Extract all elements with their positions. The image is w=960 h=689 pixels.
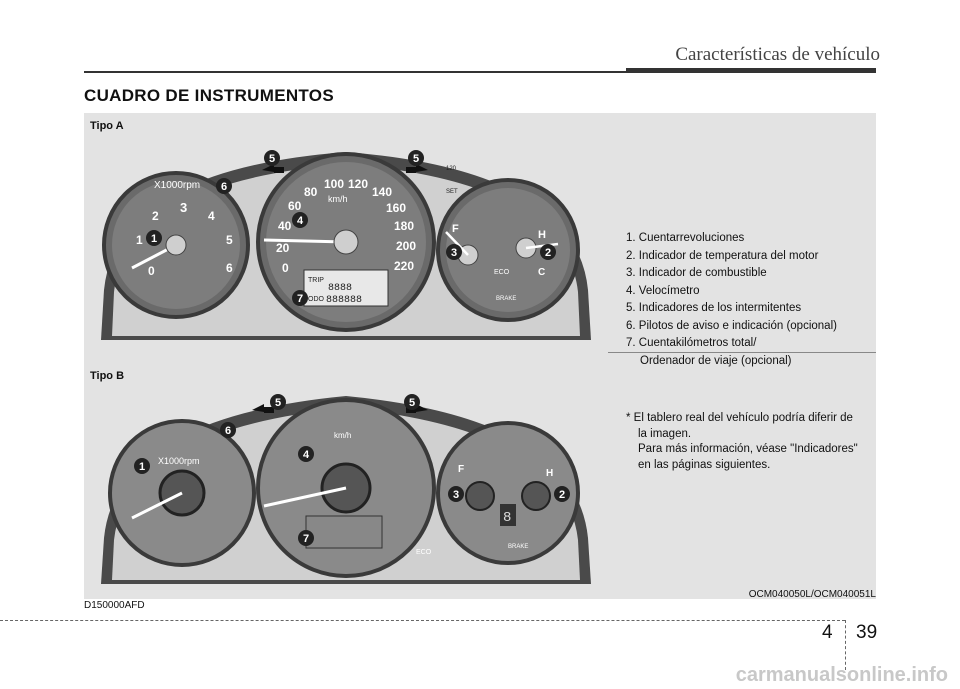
tach-tick-1: 1	[136, 233, 143, 247]
speed-tick-100: 100	[324, 177, 344, 191]
legend-item: 5. Indicadores de los intermitentes	[626, 302, 802, 314]
legend-item: 1. Cuentarrevoluciones	[626, 232, 745, 244]
speed-tick-120: 120	[348, 177, 368, 191]
tach-tick-4: 4	[208, 209, 215, 223]
speedometer-needle	[263, 238, 347, 244]
speed-tick-20: 20	[276, 241, 290, 255]
speed-tick-80: 80	[304, 185, 318, 199]
trip-digits: 8888	[328, 283, 352, 294]
eco-indicator: ECO	[494, 269, 510, 276]
brake-indicator-b: BRAKE	[508, 544, 528, 550]
header-rule-accent	[626, 68, 876, 73]
turn-right-arrow-b	[406, 404, 428, 413]
fuel-full-label: F	[452, 223, 459, 235]
tach-tick-3: 3	[180, 200, 187, 215]
callout-6-a: 6	[221, 181, 227, 193]
callout-5-b-left: 5	[275, 397, 281, 409]
section-code: D150000AFD	[84, 600, 145, 611]
callout-7-b: 7	[303, 533, 309, 545]
speedometer-needle-b	[263, 486, 347, 508]
tach-unit: X1000rpm	[154, 180, 200, 191]
fuel-full-label-b: F	[458, 464, 464, 475]
odo-digits: 888888	[326, 295, 362, 306]
note-block: * El tablero real del vehículo podría di…	[626, 411, 858, 473]
odometer-lcd	[303, 269, 389, 307]
chapter-number: 4	[822, 622, 833, 643]
figure-code: OCM040050L/OCM040051L	[748, 589, 876, 600]
speed-tick-40: 40	[278, 219, 292, 233]
fuel-temp-dial-b	[436, 421, 580, 565]
callout-5-a-left: 5	[269, 153, 275, 165]
tach-tick-0: 0	[148, 264, 155, 278]
footer-dashed-line	[0, 620, 845, 621]
callout-3-a: 3	[451, 247, 457, 259]
section-title: CUADRO DE INSTRUMENTOS	[84, 86, 334, 105]
legend-item: 7. Cuentakilómetros total/	[626, 337, 757, 349]
set-indicator: SET	[446, 189, 458, 195]
note-line: la imagen.	[638, 427, 692, 440]
legend-item: 6. Pilotos de aviso e indicación (opcion…	[626, 319, 837, 332]
tach-tick-5: 5	[226, 233, 233, 247]
speed-tick-0: 0	[282, 261, 289, 275]
eco-indicator-b: ECO	[416, 549, 432, 556]
legend-item: 2. Indicador de temperatura del motor	[626, 249, 819, 262]
header-title: Características de vehículo	[675, 44, 880, 65]
turn-left-arrow-b	[252, 404, 274, 413]
cruise-speed: 120	[446, 166, 457, 172]
tach-tick-2: 2	[152, 209, 159, 223]
header-rule	[84, 71, 876, 73]
note-line: en las páginas siguientes.	[638, 458, 771, 471]
tach-unit-b: X1000rpm	[158, 456, 200, 466]
temp-hot-label: H	[538, 229, 546, 241]
type-b-label: Tipo B	[90, 370, 125, 382]
turn-left-arrow	[262, 164, 284, 173]
temp-cold-label: C	[538, 267, 545, 278]
lcd-window-b	[305, 515, 383, 549]
odo-label: ODO	[308, 296, 325, 303]
callout-4-a: 4	[297, 215, 304, 227]
tachometer-needle-b	[131, 491, 183, 520]
turn-right-arrow	[406, 164, 428, 173]
legend-item-continued: Ordenador de viaje (opcional)	[640, 354, 792, 367]
gear-display-b: 8	[503, 510, 511, 526]
speed-unit: km/h	[328, 194, 348, 204]
cluster-type-a: X1000rpm 0 1 2 3 4 5 6 km/h 0 20 40 60 8…	[101, 150, 591, 340]
note-line: Para más información, véase "Indicadores…	[638, 443, 858, 455]
callout-1-a: 1	[151, 233, 157, 245]
callout-1-b: 1	[139, 461, 145, 473]
page-number-divider	[845, 620, 847, 670]
fuel-needle	[445, 231, 469, 256]
legend-item: 3. Indicador de combustible	[626, 267, 767, 279]
callout-2-a: 2	[545, 247, 551, 259]
speed-tick-180: 180	[394, 219, 414, 233]
legend-list: 1. Cuentarrevoluciones 2. Indicador de t…	[626, 230, 837, 370]
note-line: * El tablero real del vehículo podría di…	[626, 412, 853, 424]
watermark: carmanualsonline.info	[735, 664, 948, 686]
speed-tick-200: 200	[396, 239, 416, 253]
temp-needle	[525, 242, 559, 250]
legend-divider	[608, 352, 876, 353]
callout-5-a-right: 5	[413, 153, 419, 165]
callout-7-a: 7	[297, 293, 303, 305]
cluster-type-b: X1000rpm km/h 8 F H BRAKE ECO 1 2 3 4 5 …	[101, 394, 591, 584]
brake-indicator: BRAKE	[496, 296, 516, 302]
speed-tick-220: 220	[394, 259, 414, 273]
speed-tick-140: 140	[372, 185, 392, 199]
type-a-label: Tipo A	[90, 120, 124, 132]
speed-tick-160: 160	[386, 201, 406, 215]
callout-4-b: 4	[303, 449, 310, 461]
speed-unit-b: km/h	[334, 431, 351, 440]
callout-5-b-right: 5	[409, 397, 415, 409]
callout-6-b: 6	[225, 425, 231, 437]
trip-label: TRIP	[308, 277, 324, 284]
tach-tick-6: 6	[226, 261, 233, 275]
callout-3-b: 3	[453, 489, 459, 501]
temp-hot-label-b: H	[546, 468, 553, 479]
legend-item: 4. Velocímetro	[626, 284, 700, 297]
page-number: 39	[856, 622, 878, 643]
callout-2-b: 2	[559, 489, 565, 501]
speed-tick-60: 60	[288, 199, 302, 213]
